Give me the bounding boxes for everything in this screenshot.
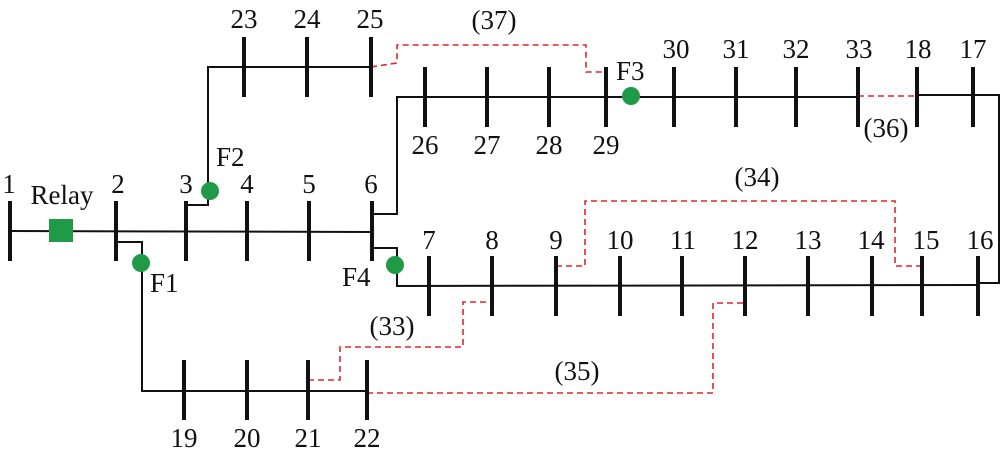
tie-label-34: (34): [735, 162, 780, 192]
bus-label-6: 6: [364, 169, 378, 199]
tie-label-36: (36): [864, 113, 909, 143]
bus-label-11: 11: [670, 225, 696, 255]
bus-label-27: 27: [474, 130, 501, 160]
fault-label-f1: F1: [150, 268, 179, 298]
tie-label-35: (35): [555, 356, 600, 386]
fault-marker-f3: [622, 87, 640, 105]
bus-label-7: 7: [422, 225, 436, 255]
fault-marker-f4: [386, 256, 404, 274]
bus-label-19: 19: [171, 423, 198, 453]
tie-line-35: [367, 302, 745, 394]
tie-line-34: [556, 200, 922, 267]
bus-label-30: 30: [663, 34, 690, 64]
bus-label-1: 1: [2, 169, 16, 199]
bus-label-4: 4: [240, 169, 254, 199]
fault-label-f2: F2: [216, 142, 245, 172]
bus-label-16: 16: [967, 225, 994, 255]
fault-label-f4: F4: [342, 262, 371, 292]
bus-label-29: 29: [593, 130, 620, 160]
bus-bars: [8, 37, 980, 420]
bus-label-32: 32: [783, 34, 810, 64]
markers: [49, 87, 640, 274]
bus-label-14: 14: [858, 225, 886, 255]
tie-label-37: (37): [472, 5, 517, 35]
bus-label-33: 33: [846, 34, 873, 64]
tie-line-37: [370, 44, 606, 73]
bus-label-15: 15: [913, 225, 940, 255]
fault-marker-f1: [132, 254, 150, 272]
feeder-lateral-3-23: [186, 66, 371, 206]
bus-label-25: 25: [357, 4, 384, 34]
bus-label-20: 20: [234, 423, 261, 453]
tie-label-33: (33): [370, 311, 415, 341]
tie-line-labels: (33) (34) (35) (36) (37): [370, 5, 909, 386]
bus-label-10: 10: [607, 225, 634, 255]
fault-label-f3: F3: [616, 56, 645, 86]
feeder-lines: [9, 66, 1000, 392]
feeder-segment-18-17: [917, 94, 1000, 284]
feeder-lateral-2-19: [116, 241, 368, 392]
bus-label-26: 26: [412, 130, 439, 160]
bus-label-5: 5: [302, 169, 316, 199]
bus-label-24: 24: [294, 4, 322, 34]
tie-lines: [308, 44, 922, 394]
bus-label-13: 13: [795, 225, 822, 255]
bus-label-9: 9: [549, 225, 563, 255]
bus-label-2: 2: [111, 169, 125, 199]
bus-labels: 1 2 3 4 5 6 7 8 9 10 11 12 13 14 15 16 1…: [2, 4, 993, 453]
bus-label-22: 22: [354, 423, 381, 453]
bus-label-31: 31: [723, 34, 750, 64]
bus-label-23: 23: [231, 4, 258, 34]
bus-label-17: 17: [960, 34, 987, 64]
marker-labels: Relay F1 F2 F3 F4: [31, 56, 645, 298]
bus-label-28: 28: [536, 130, 563, 160]
bus-label-12: 12: [732, 225, 759, 255]
bus-label-8: 8: [485, 225, 499, 255]
bus-label-18: 18: [905, 34, 932, 64]
relay-label: Relay: [31, 180, 94, 210]
bus-label-3: 3: [179, 169, 193, 199]
relay-marker: [49, 219, 73, 242]
bus-label-21: 21: [295, 423, 322, 453]
fault-marker-f2: [201, 182, 219, 200]
